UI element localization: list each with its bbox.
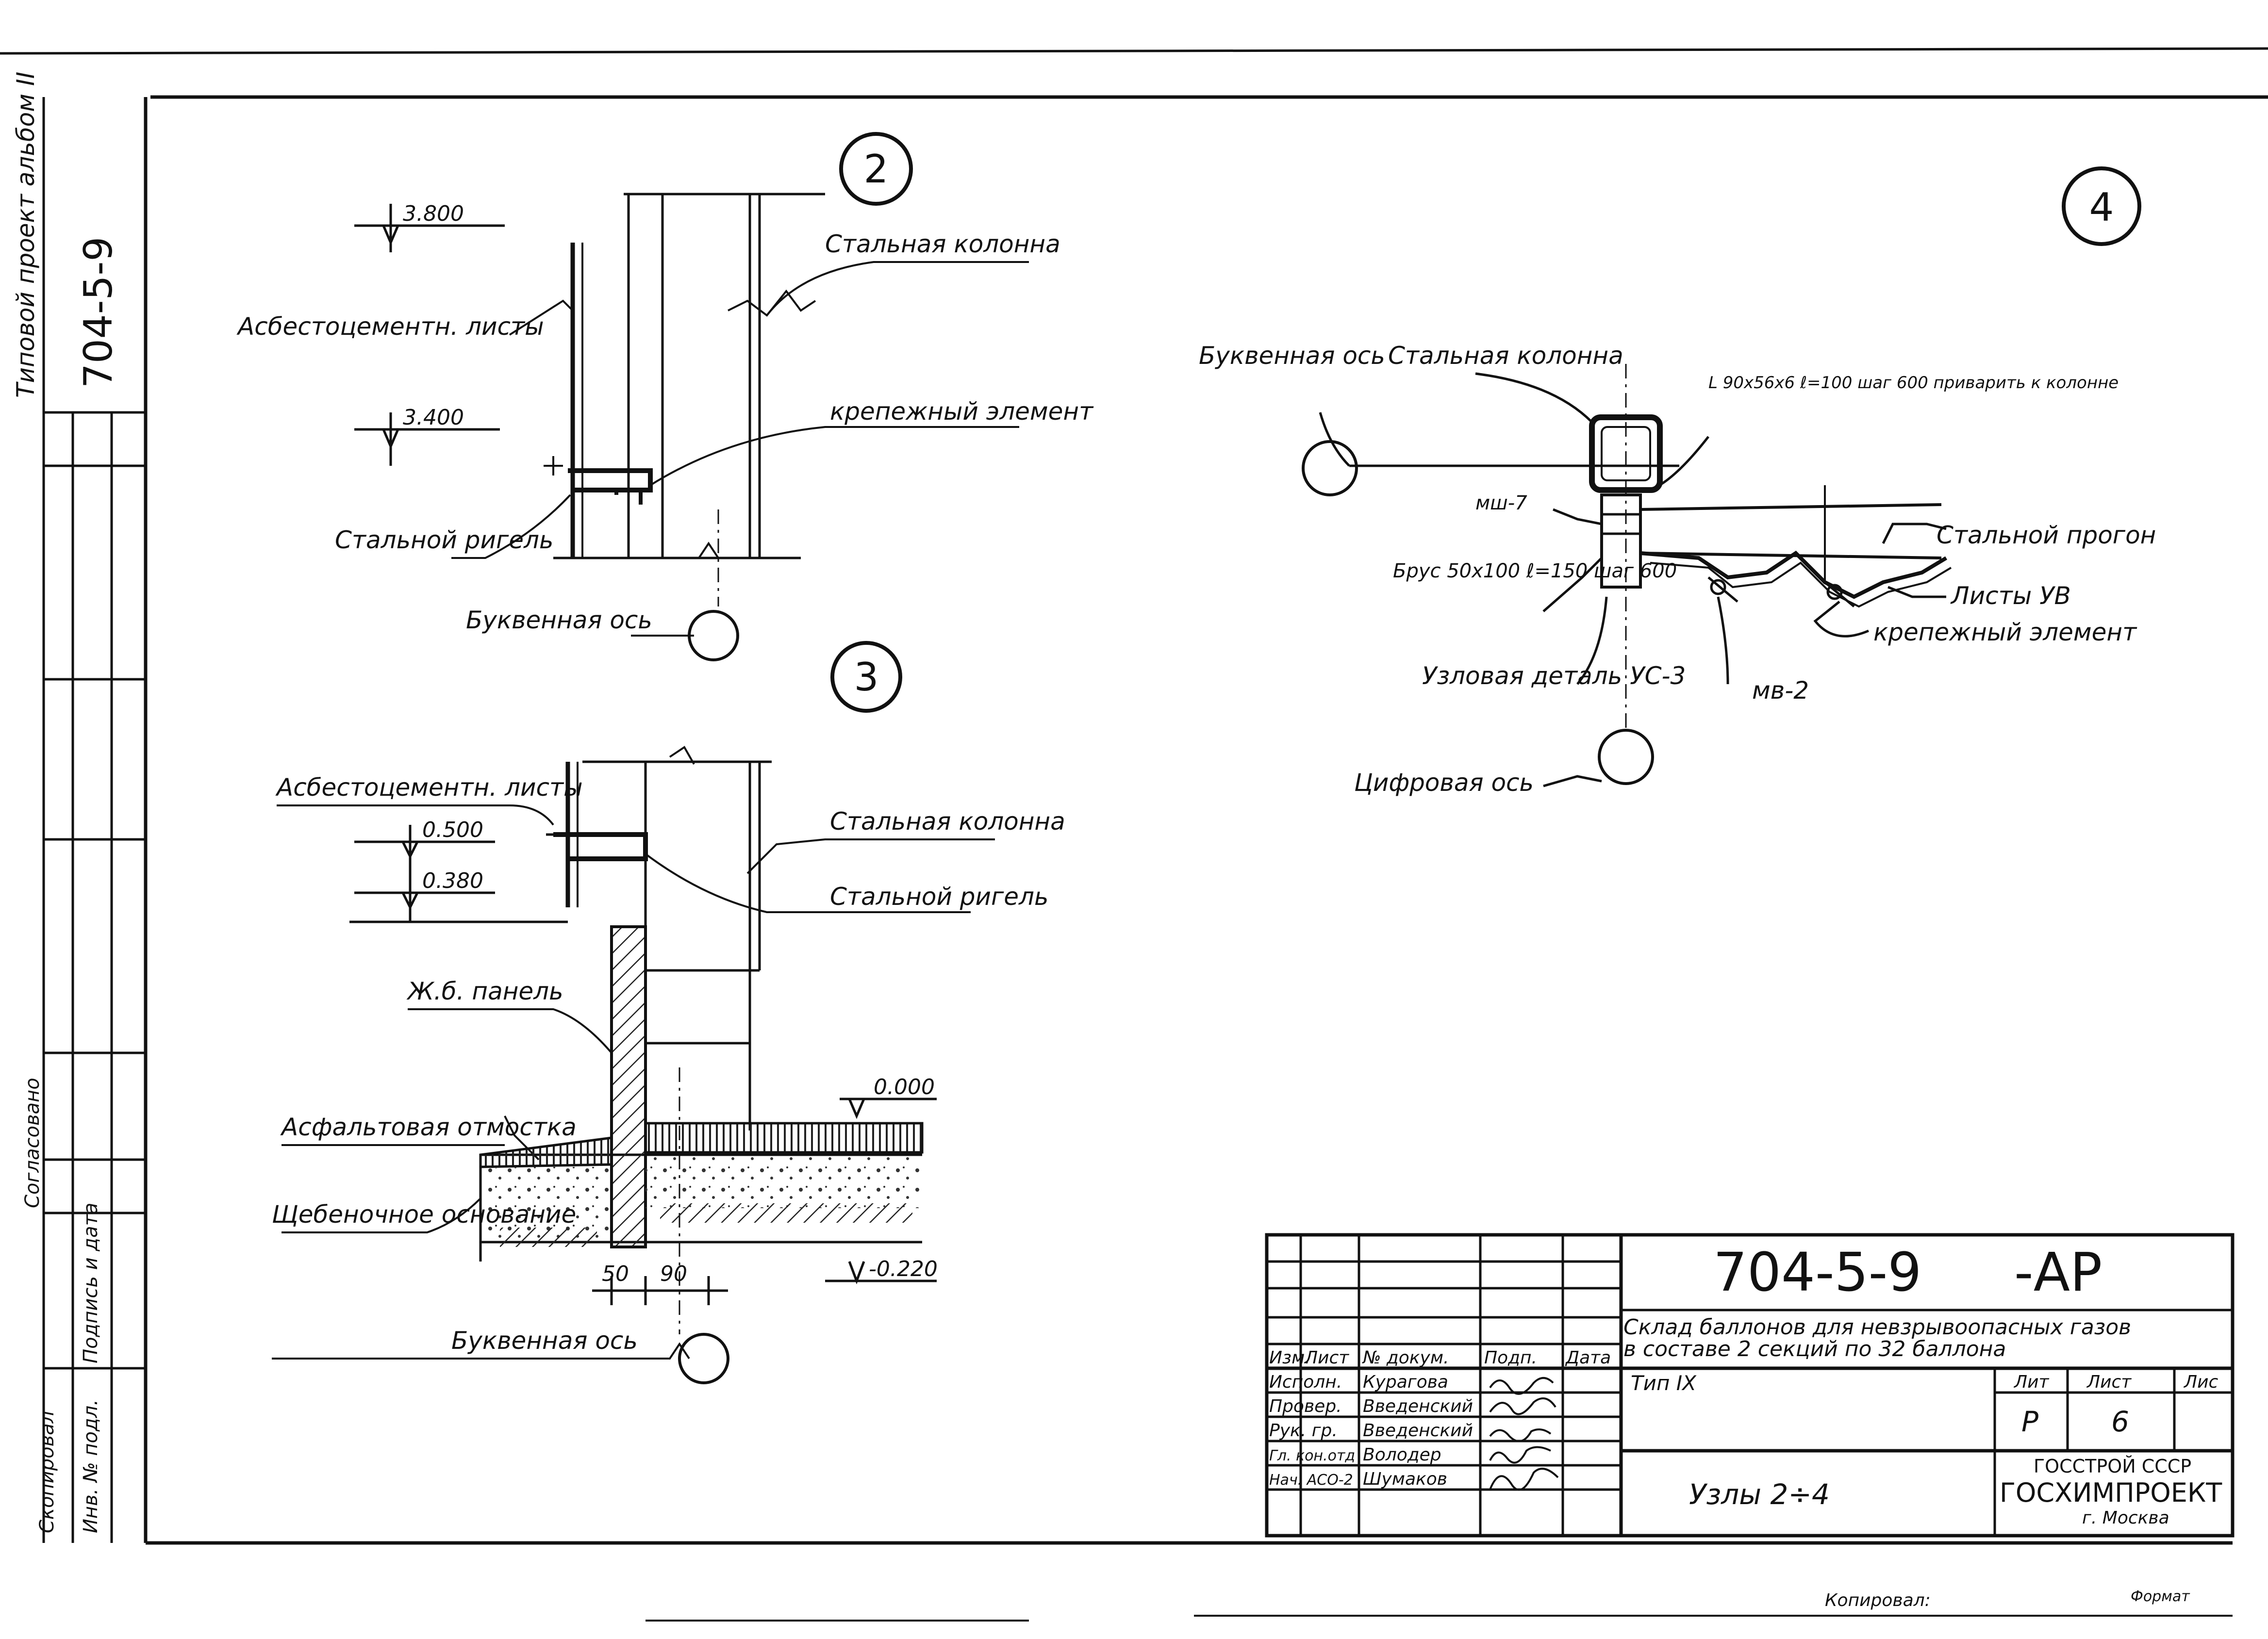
footer-format: Формат: [2131, 1588, 2190, 1605]
soil-right: [660, 1203, 912, 1223]
node-4-digital-axis-label: Цифровая ось: [1354, 769, 1534, 797]
node-3-elev-bottom: -0.220: [869, 1257, 938, 1281]
side-stamp-code: 704-5-9: [76, 237, 121, 388]
title-block: Изм. Лист № докум. Подп. Дата Испoлн. Ку…: [1265, 1233, 2235, 1538]
tb-org-3: г. Москва: [2082, 1508, 2169, 1528]
tb-col-header-izm: Изм.: [1269, 1348, 1310, 1368]
node-2-letter-axis-marker: [688, 610, 739, 661]
node-4-mark-mn7: мш-7: [1475, 492, 1527, 514]
tb-name-0: Курагова: [1363, 1372, 1448, 1392]
node-3-elev-1: 0.500: [422, 818, 483, 842]
node-3-elev-floor: 0.000: [874, 1075, 935, 1099]
footer-copied: Копировал:: [1825, 1590, 1931, 1610]
side-stamp-title: Типовой проект альбом II: [12, 72, 40, 398]
node-2-elev-top: 3.800: [403, 201, 464, 226]
floor-screed: [644, 1122, 924, 1154]
tb-role-1: Провер.: [1269, 1396, 1342, 1416]
node-2-steel-column-label: Стальная колонна: [825, 230, 1060, 258]
node-3-steel-column-label: Стальная колонна: [830, 807, 1065, 836]
tb-col-header-date: Дата: [1565, 1348, 1611, 1368]
tb-signatures: [1489, 1377, 1559, 1491]
sheet-frame: [0, 47, 2268, 1622]
tb-desc-line-2: в составе 2 секций по 32 баллона: [1623, 1337, 2006, 1361]
asphalt-pavement-left: [479, 1136, 613, 1168]
node-3-number-circle: [830, 641, 902, 713]
side-stamp-inv-no: Инв. № подл.: [80, 1399, 102, 1533]
node-3-elev-2: 0.380: [422, 869, 483, 893]
tb-org-1: ГОССТРОЙ СССР: [2034, 1456, 2191, 1477]
tb-role-0: Испoлн.: [1269, 1372, 1342, 1392]
node-4-beam-label: Брус 50x100 ℓ=150 шаг 600: [1393, 560, 1677, 582]
tb-role-4: Нач. АСО-2: [1269, 1472, 1353, 1489]
side-stamp-copied: Скопировал: [36, 1411, 58, 1533]
tb-name-3: Володер: [1363, 1445, 1441, 1465]
node-3-number: 3: [854, 655, 879, 700]
node-2-girder-label: Стальной ригель: [335, 526, 553, 554]
tb-role-3: Гл. кон.отд: [1269, 1447, 1355, 1464]
side-stamp: Типовой проект альбом II 704-5-9 Согласо…: [12, 72, 146, 1543]
tb-col-header-doc: № докум.: [1362, 1348, 1449, 1368]
node-4-steel-column-label: Стальная колонна: [1388, 342, 1623, 370]
node-3-rc-panel-label: Ж.б. панель: [406, 977, 563, 1005]
tb-name-4: Шумаков: [1363, 1469, 1447, 1489]
tb-role-2: Рук. гр.: [1269, 1421, 1338, 1441]
node-4-number-circle: [2062, 166, 2141, 246]
gravel-base-right: [646, 1155, 922, 1208]
node-2-letter-axis-label: Буквенная ось: [466, 606, 652, 634]
tb-type: Тип IX: [1631, 1371, 1697, 1395]
tb-code-suffix: -АР: [2014, 1241, 2102, 1303]
tb-sheets-label: Лис: [2183, 1372, 2218, 1392]
node-3-letter-axis-marker: [678, 1333, 729, 1384]
node-4-number: 4: [2089, 185, 2114, 230]
node-4-letter-axis-label: Буквенная ось: [1199, 342, 1385, 370]
soil-left: [500, 1228, 597, 1247]
node-3-dim-b: 90: [660, 1262, 687, 1286]
footer: Копировал: Формат: [1825, 1588, 2190, 1610]
node-2-elev-mid: 3.400: [403, 405, 464, 430]
tb-sheet-label: Лист: [2086, 1372, 2132, 1392]
node-3-letter-axis-label: Буквенная ось: [451, 1327, 638, 1355]
node-4-angle-note: L 90x56x6 ℓ=100 шаг 600 приварить к коло…: [1708, 373, 2119, 393]
node-2: 2: [236, 132, 1094, 661]
tb-name-2: Введенский: [1363, 1421, 1473, 1441]
node-4-mark-mv2: мв-2: [1752, 676, 1809, 705]
node-2-number: 2: [864, 147, 889, 192]
node-3-gravel-label: Щебеночное основание: [272, 1200, 576, 1229]
node-3: 3: [272, 641, 1065, 1384]
node-4: 4: [1199, 166, 2156, 797]
node-3-dim-a: 50: [602, 1262, 629, 1286]
node-4-sheets-label: Листы УВ: [1950, 582, 2071, 610]
rc-panel: [610, 925, 647, 1248]
tb-col-header-sign: Подп.: [1484, 1348, 1537, 1368]
node-2-asbestos-label: Асбестоцементн. листы: [236, 312, 544, 341]
tb-desc-line-1: Склад баллонов для невзрывоопасных газов: [1623, 1315, 2131, 1340]
node-3-asbestos-label: Асбестоцементн. листы: [275, 773, 583, 802]
node-3-girder-label: Стальной ригель: [830, 883, 1048, 911]
node-4-fastener-label: крепежный элемент: [1873, 618, 2137, 646]
node-4-purlin-label: Стальной прогон: [1937, 521, 2156, 549]
tb-col-header-list: Лист: [1304, 1348, 1349, 1368]
tb-name-1: Введенский: [1363, 1396, 1473, 1416]
tb-sheet-value: 6: [2111, 1405, 2129, 1438]
node-4-digital-axis-marker: [1598, 729, 1654, 785]
node-4-node-detail-label: Узловая деталь УС-3: [1422, 662, 1686, 690]
side-stamp-agreed: Согласовано: [21, 1078, 44, 1208]
tb-code: 704-5-9: [1713, 1241, 1921, 1303]
node-4-letter-axis-marker: [1302, 440, 1358, 496]
tb-org-2: ГОСХИМПРОЕКТ: [2000, 1477, 2222, 1508]
node-2-number-circle: [839, 132, 913, 206]
tb-sheet-title: Узлы 2÷4: [1689, 1478, 1830, 1511]
side-stamp-signature-date: Подпись и дата: [80, 1203, 102, 1363]
node-3-asphalt-label: Асфальтовая отмостка: [280, 1113, 577, 1141]
tb-lit-value: Р: [2021, 1405, 2038, 1438]
node-2-fastener-label: крепежный элемент: [830, 397, 1094, 426]
tb-lit-label: Лит: [2013, 1372, 2049, 1392]
